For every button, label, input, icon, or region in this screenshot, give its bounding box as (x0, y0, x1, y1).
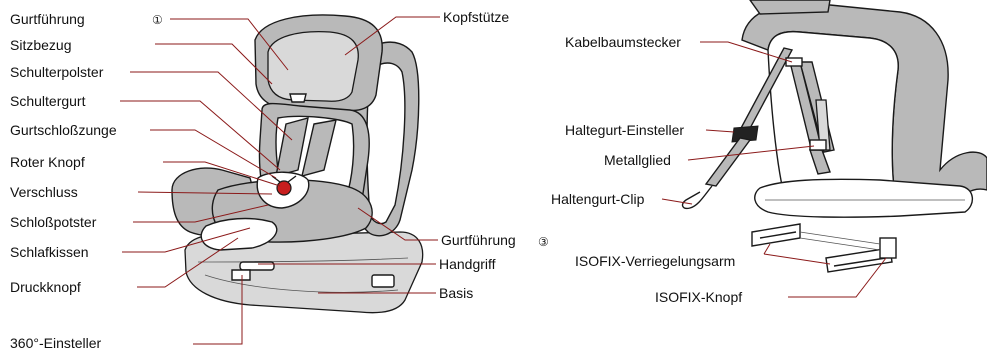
headrest-slot (290, 94, 306, 102)
leader-schultergurt (120, 101, 280, 170)
label-haltegurt-einsteller: Haltegurt-Einsteller (565, 122, 684, 138)
leader-isofix-arm (764, 244, 830, 264)
red-button (277, 181, 291, 195)
label-isofix-arm: ISOFIX-Verriegelungsarm (575, 253, 735, 269)
leader-haltegurt-einsteller (706, 130, 734, 132)
label-kopfstuetze: Kopfstütze (443, 9, 509, 25)
label-druckknopf: Druckknopf (10, 279, 81, 295)
metal-link (810, 140, 826, 150)
label-sitzbezug: Sitzbezug (10, 37, 71, 53)
label-verschluss: Verschluss (10, 184, 78, 200)
label-isofix-knopf: ISOFIX-Knopf (655, 289, 742, 305)
rotation-adjuster (232, 270, 250, 280)
label-gurtschlosszunge: Gurtschloßzunge (10, 122, 117, 138)
right-labels: Kabelbaumstecker Haltegurt-Einsteller Me… (538, 34, 742, 305)
headrest-inner (268, 32, 358, 102)
label-haltengurt-clip: Haltengurt-Clip (551, 191, 645, 207)
figure-number-3: ③ (538, 235, 549, 249)
label-schlafkissen: Schlafkissen (10, 244, 89, 260)
leader-sitzbezug (155, 44, 272, 84)
label-kabelbaumstecker: Kabelbaumstecker (565, 34, 681, 50)
label-schlosspolster: Schloßpotster (10, 214, 97, 230)
figure-number-1: ① (152, 13, 163, 27)
label-handgriff: Handgriff (439, 256, 496, 272)
tether-clip (683, 186, 712, 208)
isofix-latch-front (372, 275, 394, 287)
label-schultergurt: Schultergurt (10, 93, 86, 109)
handle-grip (240, 262, 274, 270)
tether-strap (706, 138, 750, 186)
isofix-button (880, 238, 896, 258)
label-basis: Basis (439, 285, 473, 301)
side-base (755, 179, 973, 217)
label-metallglied: Metallglied (604, 152, 671, 168)
top-headrest-edge (750, 0, 830, 14)
side-seat-illustration (683, 0, 987, 272)
label-gurtfuehrung-right: Gurtführung (441, 232, 516, 248)
label-360-einsteller: 360°-Einsteller (10, 335, 102, 351)
label-schulterpolster: Schulterpolster (10, 64, 104, 80)
label-roter-knopf: Roter Knopf (10, 154, 85, 170)
label-gurtfuehrung-top: Gurtführung (10, 11, 85, 27)
isofix-rail (800, 232, 880, 250)
connector-block (786, 58, 802, 66)
